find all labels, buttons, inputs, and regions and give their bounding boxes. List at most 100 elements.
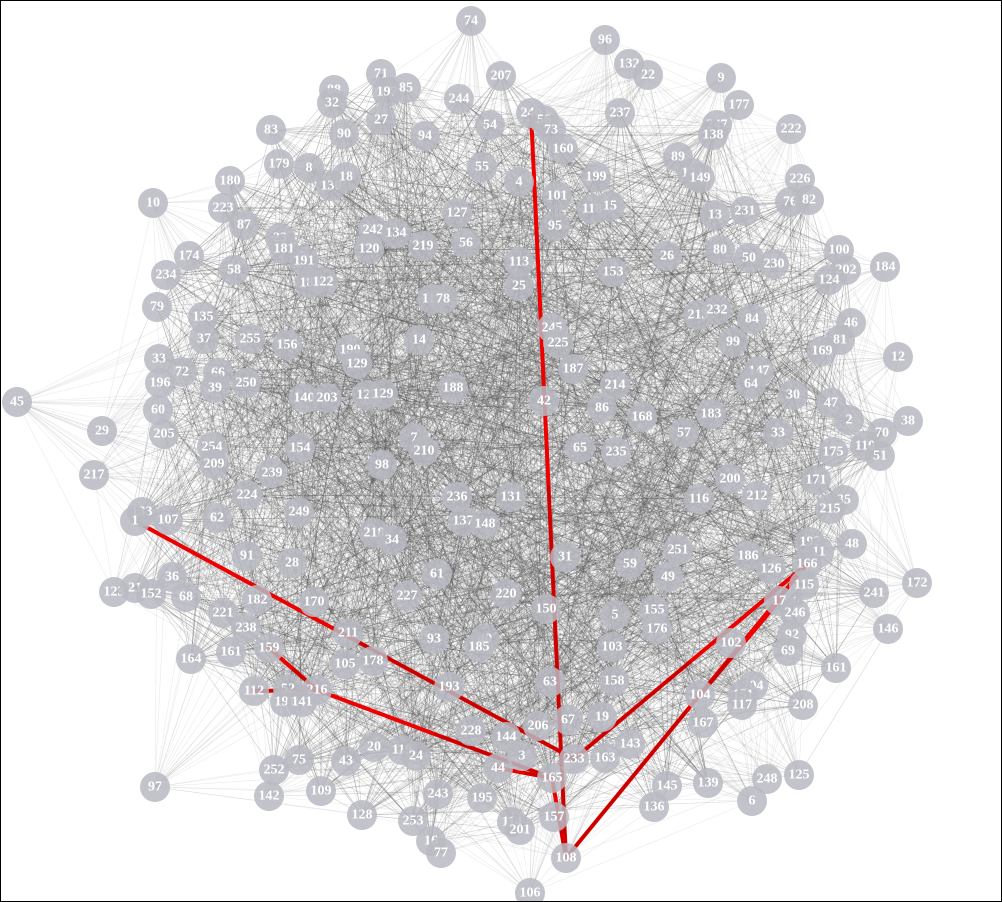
graph-node[interactable]: 164 — [176, 644, 206, 674]
graph-node[interactable]: 94 — [410, 121, 440, 151]
graph-node[interactable]: 129 — [342, 349, 372, 379]
graph-node[interactable]: 138 — [698, 120, 728, 150]
graph-node[interactable]: 34 — [377, 525, 407, 555]
graph-node[interactable]: 146 — [873, 614, 903, 644]
graph-node[interactable]: 69 — [773, 636, 803, 666]
graph-node[interactable]: 136 — [639, 792, 669, 822]
graph-node[interactable]: 185 — [464, 632, 494, 662]
graph-node[interactable]: 199 — [581, 162, 611, 192]
graph-node[interactable]: 99 — [718, 327, 748, 357]
graph-node[interactable]: 15 — [595, 191, 625, 221]
graph-node[interactable]: 24 — [401, 741, 431, 771]
graph-node[interactable]: 165 — [537, 763, 567, 793]
graph-node[interactable]: 239 — [257, 458, 287, 488]
graph-node[interactable]: 54 — [475, 110, 505, 140]
graph-node[interactable]: 154 — [285, 433, 315, 463]
graph-node[interactable]: 149 — [685, 163, 715, 193]
graph-node[interactable]: 148 — [470, 509, 500, 539]
graph-node[interactable]: 112 — [239, 676, 269, 706]
graph-node[interactable]: 222 — [776, 114, 806, 144]
graph-node[interactable]: 59 — [615, 549, 645, 579]
graph-node[interactable]: 48 — [837, 529, 867, 559]
graph-node[interactable]: 225 — [543, 328, 573, 358]
graph-node[interactable]: 156 — [272, 330, 302, 360]
graph-node[interactable]: 57 — [669, 418, 699, 448]
graph-node[interactable]: 27 — [366, 105, 396, 135]
graph-node[interactable]: 176 — [642, 614, 672, 644]
graph-node[interactable]: 120 — [354, 234, 384, 264]
graph-node[interactable]: 29 — [87, 416, 117, 446]
graph-node[interactable]: 131 — [496, 482, 526, 512]
graph-node[interactable]: 129 — [368, 379, 398, 409]
graph-node[interactable]: 49 — [653, 562, 683, 592]
graph-node[interactable]: 249 — [284, 497, 314, 527]
graph-node[interactable]: 230 — [759, 249, 789, 279]
graph-node[interactable]: 172 — [902, 568, 932, 598]
graph-node[interactable]: 201 — [505, 815, 535, 845]
graph-node[interactable]: 139 — [693, 768, 723, 798]
graph-node[interactable]: 231 — [730, 196, 760, 226]
graph-node[interactable]: 108 — [551, 843, 581, 873]
graph-node[interactable]: 141 — [287, 687, 317, 717]
graph-node[interactable]: 142 — [254, 781, 284, 811]
graph-node[interactable]: 124 — [814, 265, 844, 295]
graph-node[interactable]: 220 — [491, 579, 521, 609]
graph-node[interactable]: 44 — [483, 753, 513, 783]
graph-node[interactable]: 13 — [700, 200, 730, 230]
graph-node[interactable]: 5 — [600, 600, 630, 630]
graph-node[interactable]: 96 — [590, 25, 620, 55]
graph-node[interactable]: 74 — [456, 6, 486, 36]
graph-node[interactable]: 2 — [834, 405, 864, 435]
graph-node[interactable]: 77 — [426, 838, 456, 868]
graph-node[interactable]: 210 — [409, 436, 439, 466]
graph-node[interactable]: 125 — [784, 760, 814, 790]
graph-node[interactable]: 87 — [229, 210, 259, 240]
graph-node[interactable]: 200 — [715, 464, 745, 494]
graph-node[interactable]: 122 — [308, 267, 338, 297]
graph-node[interactable]: 178 — [358, 646, 388, 676]
graph-node[interactable]: 157 — [539, 802, 569, 832]
graph-node[interactable]: 55 — [467, 152, 497, 182]
graph-node[interactable]: 175 — [818, 437, 848, 467]
graph-node[interactable]: 30 — [778, 380, 808, 410]
graph-node[interactable]: 26 — [652, 241, 682, 271]
graph-node[interactable]: 20 — [359, 732, 389, 762]
graph-node[interactable]: 43 — [331, 746, 361, 776]
graph-node[interactable]: 167 — [688, 708, 718, 738]
graph-node[interactable]: 42 — [529, 386, 559, 416]
graph-node[interactable]: 104 — [685, 680, 715, 710]
graph-node[interactable]: 212 — [742, 481, 772, 511]
graph-node[interactable]: 127 — [442, 198, 472, 228]
graph-node[interactable]: 170 — [299, 587, 329, 617]
graph-node[interactable]: 25 — [504, 271, 534, 301]
graph-node[interactable]: 51 — [865, 441, 895, 471]
graph-node[interactable]: 169 — [807, 336, 837, 366]
graph-node[interactable]: 78 — [428, 284, 458, 314]
graph-node[interactable]: 232 — [702, 295, 732, 325]
graph-node[interactable]: 22 — [633, 60, 663, 90]
graph-node[interactable]: 179 — [264, 149, 294, 179]
graph-node[interactable]: 45 — [2, 387, 32, 417]
graph-node[interactable]: 252 — [259, 755, 289, 785]
graph-node[interactable]: 84 — [737, 304, 767, 334]
graph-node[interactable]: 103 — [597, 632, 627, 662]
graph-node[interactable]: 50 — [734, 243, 764, 273]
graph-node[interactable]: 79 — [142, 292, 172, 322]
graph-node[interactable]: 159 — [254, 633, 284, 663]
graph-node[interactable]: 250 — [231, 368, 261, 398]
graph-node[interactable]: 128 — [347, 800, 377, 830]
graph-node[interactable]: 58 — [219, 255, 249, 285]
graph-node[interactable]: 255 — [235, 324, 265, 354]
graph-node[interactable]: 228 — [456, 716, 486, 746]
graph-node[interactable]: 153 — [598, 257, 628, 287]
graph-node[interactable]: 115 — [789, 570, 819, 600]
graph-node[interactable]: 85 — [391, 73, 421, 103]
graph-node[interactable]: 211 — [333, 618, 363, 648]
graph-node[interactable]: 188 — [438, 373, 468, 403]
graph-node[interactable]: 86 — [587, 393, 617, 423]
graph-node[interactable]: 31 — [550, 542, 580, 572]
graph-node[interactable]: 215 — [815, 494, 845, 524]
graph-node[interactable]: 56 — [451, 228, 481, 258]
graph-node[interactable]: 83 — [256, 115, 286, 145]
graph-node[interactable]: 64 — [736, 369, 766, 399]
